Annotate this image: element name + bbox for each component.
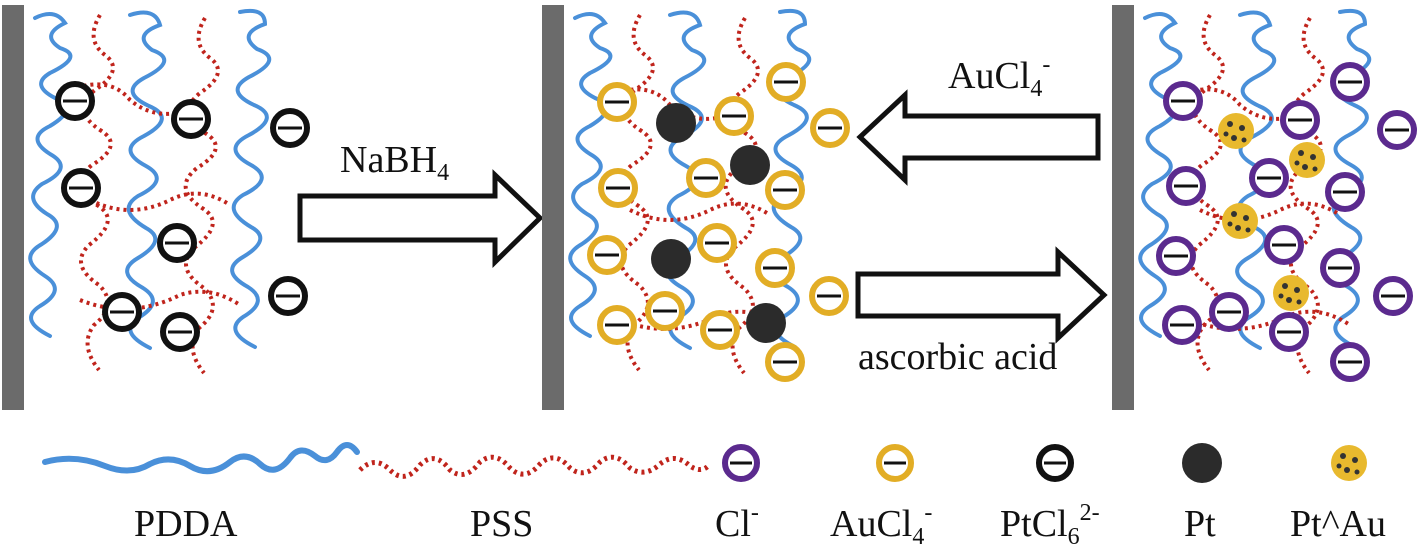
cl-legend-label: Cl (715, 503, 751, 545)
ptcl6-legend-label: PtCl (1000, 503, 1068, 545)
panel-3-pt-au (1112, 5, 1417, 410)
ascorbic-acid-label: ascorbic acid (858, 336, 1057, 378)
svg-text:AuCl4-: AuCl4- (830, 500, 932, 550)
pdda-chains-1 (28, 8, 271, 350)
aucl4-legend-swatch (876, 444, 914, 482)
aucl4-arrow-sup: - (1042, 52, 1050, 78)
svg-text:Cl-: Cl- (715, 500, 759, 545)
svg-text:PtCl62-: PtCl62- (1000, 500, 1100, 550)
cl-legend-sup: - (751, 500, 759, 526)
pt-particle (730, 145, 770, 185)
ptau-legend-label: Pt^Au (1290, 503, 1386, 545)
cl-legend-swatch (722, 444, 760, 482)
pt-legend-swatch (1182, 443, 1222, 483)
arrow-aucl4: AuCl4- (856, 52, 1101, 186)
ptau-legend-swatch (1331, 445, 1367, 481)
ptcl6-ions-1 (55, 81, 310, 352)
pss-legend-swatch (358, 454, 712, 479)
ptau-particle (1289, 142, 1325, 178)
ptau-particle (1218, 113, 1254, 149)
panel-1-initial (2, 5, 310, 410)
ptau-particle (1273, 275, 1309, 311)
legend: PDDA PSS Cl- AuCl4- PtCl62- Pt Pt^Au (42, 442, 1386, 550)
pdda-legend-label: PDDA (134, 503, 238, 545)
panel-2-pt-reduced (542, 5, 850, 410)
ptau-particles-3 (1218, 113, 1325, 311)
arrow-nabh4: NaBH4 (297, 139, 544, 268)
svg-text:NaBH4: NaBH4 (340, 139, 449, 186)
pt-particles-2 (651, 103, 786, 343)
svg-text:AuCl4-: AuCl4- (948, 52, 1050, 102)
ptcl6-legend-sup: 2- (1080, 500, 1100, 526)
pt-particle (746, 303, 786, 343)
aucl4-legend-sup: - (924, 500, 932, 526)
pdda-legend-swatch (42, 442, 360, 475)
aucl4-legend-label: AuCl (830, 503, 912, 545)
ptcl6-legend-swatch (1036, 444, 1074, 482)
electrode-2 (542, 5, 564, 410)
pt-legend-label: Pt (1184, 503, 1216, 545)
pt-particle (651, 239, 691, 279)
aucl4-arrow-sub: 4 (1030, 76, 1042, 102)
aucl4-arrow-label: AuCl (948, 55, 1030, 97)
aucl4-ions-2 (587, 62, 850, 382)
arrow-ascorbic: ascorbic acid (855, 246, 1108, 378)
ptau-particle (1222, 203, 1258, 239)
pss-legend-label: PSS (470, 503, 533, 545)
electrode-3 (1112, 5, 1134, 410)
pdda-chains-2 (568, 8, 811, 350)
nabh4-label: NaBH (340, 139, 437, 181)
ptcl6-legend-sub: 6 (1068, 524, 1080, 550)
electrode-1 (2, 5, 24, 410)
nabh4-subscript: 4 (437, 160, 449, 186)
cl-ions-3 (1156, 62, 1417, 382)
aucl4-legend-sub: 4 (912, 524, 924, 550)
pt-particle (656, 103, 696, 143)
